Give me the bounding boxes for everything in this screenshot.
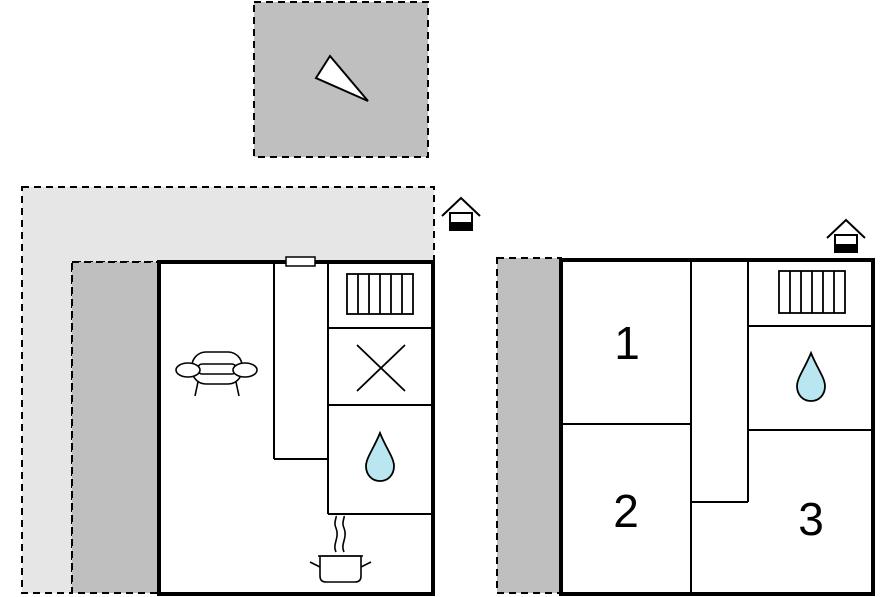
upper-floor-walls xyxy=(559,258,875,596)
radiator-icon xyxy=(778,270,846,314)
house-entrance-icon xyxy=(441,196,481,231)
house-entrance-icon xyxy=(826,218,866,253)
ground-floor xyxy=(21,186,435,596)
upper-floor-inner-walls xyxy=(561,260,873,594)
water-drop-icon xyxy=(796,350,826,402)
water-drop-icon xyxy=(365,430,395,482)
sofa-icon xyxy=(175,351,258,397)
veranda-area xyxy=(21,186,435,594)
upper-floor: 1 2 3 xyxy=(496,257,875,596)
window xyxy=(285,256,316,267)
cooking-pot-icon xyxy=(309,515,372,583)
compass-pointer-icon xyxy=(314,54,369,102)
room-number: 1 xyxy=(614,317,640,369)
terrace-area xyxy=(496,257,562,594)
room-number: 2 xyxy=(613,485,639,537)
ground-floor-inner-walls xyxy=(273,262,433,515)
terrace-area xyxy=(71,261,160,594)
room-number: 3 xyxy=(798,493,824,545)
radiator-icon xyxy=(346,273,414,315)
cross-icon xyxy=(356,344,406,392)
orientation-area xyxy=(253,1,429,158)
